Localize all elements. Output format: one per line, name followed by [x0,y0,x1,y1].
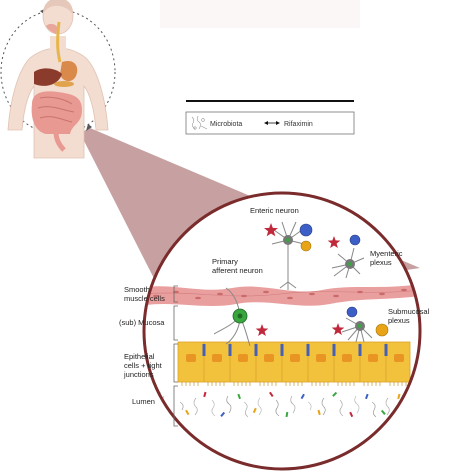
myenteric-label-line2: plexus [370,258,392,267]
lumen-particles [157,391,401,418]
human-body-illustration [7,0,109,159]
myenteric-label-line1: Myenteric [370,249,403,258]
primary-afferent-label-line2: afferent neuron [212,266,263,275]
loop-arrowhead-bottom [86,124,92,131]
star-enteric [264,223,278,237]
enteric-neuron-label: Enteric neuron [250,206,299,215]
smooth-muscle-label-line2: muscle cells [124,294,165,303]
submucosal-label-line1: Submucosal [388,307,430,316]
myenteric-plexus-neuron [331,234,365,279]
epithelial-layer [177,341,411,386]
smooth-muscle-label-line1: Smooth [124,285,150,294]
layer-brackets [173,285,178,427]
star-myenteric [327,236,341,248]
star-submucosal [331,323,345,335]
epithelial-label-line2: cells + tight [124,361,163,370]
legend-microbiota-label: Microbiota [210,121,242,128]
epithelial-label-line3: junctions [123,370,154,379]
zoom-circle-border [142,191,422,471]
epithelial-label-line1: Epithelial [124,352,155,361]
primary-afferent-label-line1: Primary [212,257,238,266]
enteric-neuron [271,221,313,290]
star-afferent [255,324,269,336]
tight-junctions [202,344,388,356]
faded-header-band [160,0,360,28]
sub-mucosa-label: (sub) Mucosa [119,318,165,327]
double-arrow-icon [264,121,280,125]
submucosal-plexus-neuron [341,306,389,343]
submucosal-label-line2: plexus [388,316,410,325]
primary-afferent-neuron [213,287,251,347]
legend-box: Microbiota Rifaximin [185,100,355,135]
legend-rifaximin-label: Rifaximin [284,121,313,128]
lumen-label: Lumen [132,397,155,406]
smooth-muscle-layer [144,284,420,306]
microbiota-icon [191,115,208,130]
